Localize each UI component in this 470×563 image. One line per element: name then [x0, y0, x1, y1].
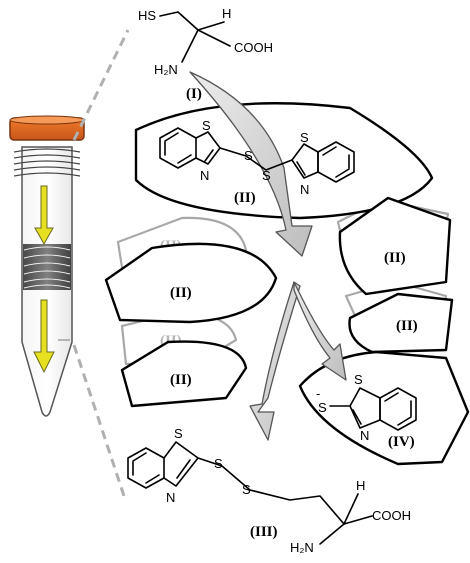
- atom-s: S: [242, 482, 251, 497]
- atom-h2n: H₂N: [290, 540, 314, 555]
- atom-s: S: [262, 168, 271, 183]
- arrow-to-thiolate-icon: [293, 281, 347, 381]
- atom-s: S: [300, 130, 309, 145]
- atom-n: N: [166, 490, 175, 505]
- centrifuge-tube: [9, 115, 85, 417]
- arrow-to-mixed-disulfide-icon: [249, 281, 301, 441]
- molecule-disulfide: S N S S S N: [159, 118, 355, 197]
- atom-s: S: [354, 372, 363, 387]
- molecule-mixed-disulfide: S N S S H COOH H₂N (III): [127, 426, 411, 555]
- atom-h: H: [356, 478, 365, 493]
- arrow-cysteine-to-disulfide-icon: [189, 71, 313, 257]
- plate-label: (II): [384, 250, 406, 266]
- plate-left-upper: [104, 242, 278, 324]
- plate-top-left: [134, 102, 434, 220]
- atom-n: N: [200, 168, 209, 183]
- atom-s: S: [174, 426, 183, 441]
- atom-cooh: COOH: [372, 508, 411, 523]
- atom-s: S: [214, 456, 223, 471]
- plate-left-lower: [120, 340, 248, 408]
- atom-cooh: COOH: [234, 40, 273, 55]
- plate-label: (II): [396, 318, 418, 334]
- reaction-arrows: [189, 71, 347, 441]
- bead-packing: [23, 244, 71, 290]
- label-mixed-disulfide: (III): [250, 524, 278, 540]
- label-cysteine: (I): [186, 86, 202, 102]
- atom-s: S: [318, 400, 327, 415]
- plate-label: (II): [170, 372, 192, 388]
- atom-h: H: [222, 6, 231, 21]
- plate-right-middle: [348, 292, 454, 354]
- zoom-lines: [72, 29, 130, 497]
- molecule-cysteine: HS H COOH H₂N (I): [138, 6, 273, 102]
- atom-n: N: [360, 428, 369, 443]
- atom-minus: -: [316, 386, 320, 401]
- tube-cap-top: [9, 115, 85, 125]
- plate-label: (II): [234, 190, 256, 206]
- atom-s: S: [244, 148, 253, 163]
- plate-right-upper: [338, 196, 452, 296]
- flow-arrow-down-icon: [33, 185, 55, 374]
- label-thiolate: (IV): [388, 434, 415, 450]
- atom-s: S: [202, 118, 211, 133]
- atom-h2n: H₂N: [154, 62, 178, 77]
- tube-thread: [13, 148, 81, 177]
- plate-label: (II): [170, 285, 192, 301]
- molecule-thiolate: - S S N (IV): [316, 372, 417, 450]
- atom-hs: HS: [138, 8, 156, 23]
- atom-n: N: [300, 182, 309, 197]
